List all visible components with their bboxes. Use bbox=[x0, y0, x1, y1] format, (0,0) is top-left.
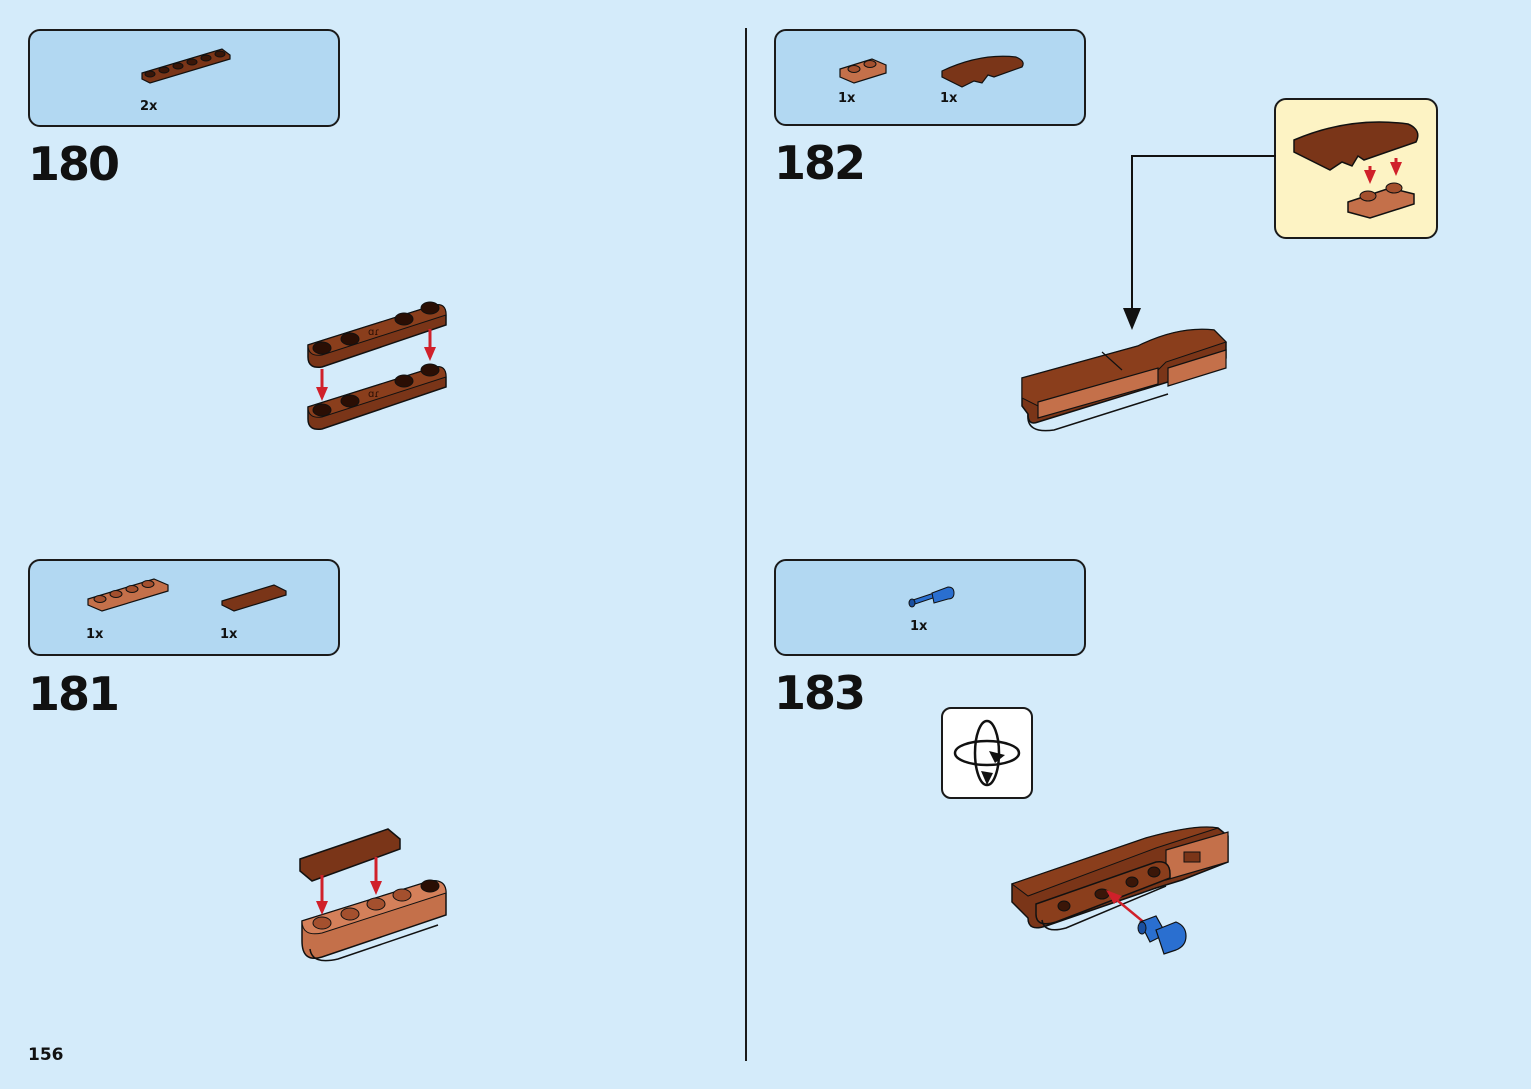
orange-brown-1x2-plate-icon bbox=[839, 58, 887, 84]
page-divider bbox=[745, 28, 747, 1061]
callout-assembly-icon bbox=[1293, 121, 1419, 219]
step-number-183: 183 bbox=[774, 666, 866, 720]
step-number-181: 181 bbox=[28, 667, 120, 721]
parts-list-step-181: 1x 1x bbox=[28, 559, 340, 656]
callout-connector-arrow bbox=[1123, 155, 1276, 330]
sub-assembly-callout bbox=[1274, 98, 1438, 239]
part-quantity: 1x bbox=[910, 619, 928, 634]
step-number-182: 182 bbox=[774, 136, 866, 190]
assembly-arrow bbox=[316, 857, 382, 915]
part-quantity: 1x bbox=[220, 627, 238, 642]
page-number: 156 bbox=[28, 1045, 64, 1065]
part-quantity: 1x bbox=[838, 91, 856, 106]
step-number-180: 180 bbox=[28, 137, 120, 191]
step-181-assembly bbox=[299, 828, 447, 962]
svg-text:ɑɾ: ɑɾ bbox=[368, 327, 380, 338]
part-quantity: 1x bbox=[86, 627, 104, 642]
step-182-assembly bbox=[1021, 328, 1227, 432]
part-quantity: 1x bbox=[940, 91, 958, 106]
brown-curved-slope-icon bbox=[941, 55, 1024, 88]
part-quantity: 2x bbox=[140, 99, 158, 114]
parts-list-step-180: 2x bbox=[28, 29, 340, 127]
assembly-arrow bbox=[1364, 158, 1402, 184]
parts-list-step-183: 1x bbox=[774, 559, 1086, 656]
blue-pin-icon bbox=[1137, 915, 1187, 955]
orange-brown-1x4-plate-icon bbox=[87, 578, 169, 612]
rotate-model-indicator bbox=[941, 707, 1033, 799]
brown-1x4-tile-icon bbox=[221, 584, 287, 612]
brown-1x6-plate-icon bbox=[141, 48, 231, 84]
assembly-arrow bbox=[316, 329, 436, 401]
rotate-icon bbox=[953, 719, 1021, 787]
step-180-assembly: ɑɾ ɑɾ bbox=[307, 301, 447, 431]
assembly-arrow bbox=[1106, 890, 1147, 925]
blue-pin-icon bbox=[908, 586, 955, 608]
parts-list-step-182: 1x 1x bbox=[774, 29, 1086, 126]
svg-text:ɑɾ: ɑɾ bbox=[368, 389, 380, 400]
step-183-assembly bbox=[1010, 826, 1229, 955]
